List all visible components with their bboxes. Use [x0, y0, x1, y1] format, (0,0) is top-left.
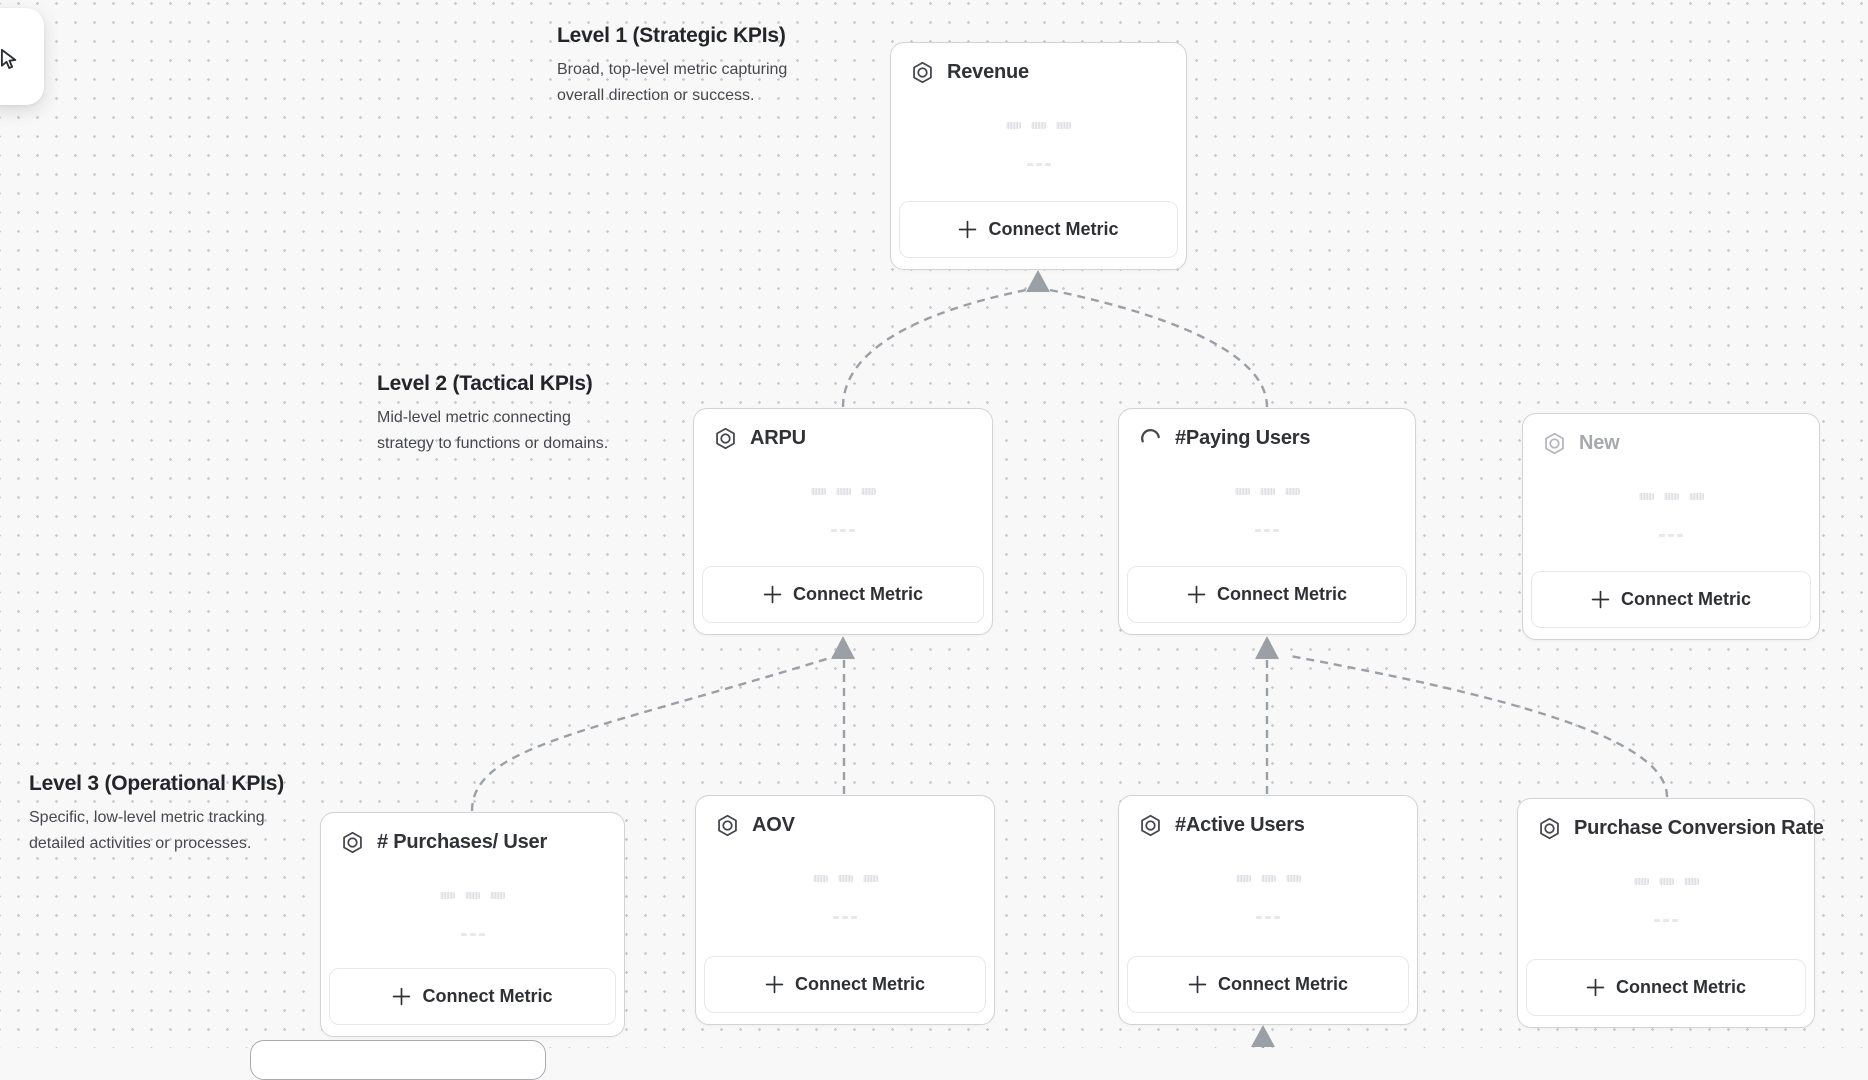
plus-icon: [765, 975, 784, 994]
metric-hexagon-icon: [1536, 815, 1562, 841]
level-3-description: Specific, low-level metric tracking deta…: [29, 809, 265, 852]
metric-card-header: Revenue: [909, 59, 1029, 85]
metric-card-title: #Paying Users: [1175, 426, 1311, 449]
level-2-title: Level 2 (Tactical KPIs): [377, 372, 593, 395]
metric-skeleton-bars: [696, 875, 994, 882]
metric-card-title: ARPU: [750, 426, 806, 449]
metric-card-revenue[interactable]: Revenue Connect Metric: [890, 42, 1187, 270]
metric-skeleton-bars: [1119, 875, 1417, 882]
level-2-label: Level 2 (Tactical KPIs) Mid-level metric…: [377, 372, 608, 457]
metric-hexagon-icon: [714, 812, 740, 838]
spinner-icon: [1137, 425, 1163, 451]
connect-metric-label: Connect Metric: [1217, 974, 1349, 994]
connect-metric-label: Connect Metric: [794, 974, 926, 994]
metric-card-header: Purchase Conversion Rate: [1536, 815, 1824, 841]
arrowhead-activeusers: [1251, 1025, 1275, 1047]
arrowhead-payingusers: [1255, 636, 1279, 659]
metric-card-header: AOV: [714, 812, 795, 838]
metric-card-title: Purchase Conversion Rate: [1574, 816, 1824, 839]
arrowhead-arpu: [831, 636, 855, 659]
metric-card-new[interactable]: New Connect Metric: [1522, 413, 1820, 640]
connect-metric-button[interactable]: Connect Metric: [1526, 959, 1806, 1016]
plus-icon: [1187, 585, 1206, 604]
plus-icon: [958, 220, 977, 239]
level-1-description: Broad, top-level metric capturing overal…: [557, 61, 788, 104]
partial-metric-card[interactable]: [250, 1040, 546, 1080]
metric-skeleton-dashes: [1119, 916, 1417, 919]
plus-icon: [392, 987, 411, 1006]
metric-skeleton-bars: [694, 488, 992, 495]
metric-skeleton-dashes: [321, 933, 624, 936]
metric-skeleton-dashes: [891, 163, 1186, 166]
metric-skeleton-bars: [1523, 493, 1819, 500]
connect-metric-label: Connect Metric: [1620, 589, 1752, 609]
connect-metric-button[interactable]: Connect Metric: [1127, 956, 1409, 1013]
connect-metric-label: Connect Metric: [792, 584, 924, 604]
edge-purchases-to-arpu: [470, 655, 834, 812]
metric-skeleton-dashes: [1518, 919, 1814, 922]
metric-card-title: # Purchases/ User: [377, 830, 548, 853]
metric-skeleton-bars: [1119, 488, 1415, 495]
connect-metric-label: Connect Metric: [1615, 977, 1747, 997]
metric-hexagon-icon: [339, 829, 365, 855]
level-1-title: Level 1 (Strategic KPIs): [557, 24, 786, 47]
metric-hexagon-icon: [712, 425, 738, 451]
edge-payingusers-to-revenue: [1049, 288, 1269, 408]
connect-metric-label: Connect Metric: [1216, 584, 1348, 604]
metric-card-paying-users[interactable]: #Paying Users Connect Metric: [1118, 408, 1416, 635]
metric-card-title: Revenue: [947, 60, 1029, 83]
select-tool-button[interactable]: [0, 8, 44, 105]
edge-arpu-to-revenue: [841, 288, 1027, 408]
plus-icon: [1188, 975, 1207, 994]
metric-hexagon-icon: [1541, 430, 1567, 456]
metric-card-aov[interactable]: AOV Connect Metric: [695, 795, 995, 1025]
metric-card-header: #Active Users: [1137, 812, 1305, 838]
level-3-label: Level 3 (Operational KPIs) Specific, low…: [29, 772, 284, 857]
metric-skeleton-dashes: [1119, 529, 1415, 532]
connect-metric-label: Connect Metric: [988, 219, 1119, 239]
metric-hexagon-icon: [1137, 812, 1163, 838]
metric-card-title: New: [1579, 431, 1620, 454]
level-1-label: Level 1 (Strategic KPIs) Broad, top-leve…: [557, 24, 787, 109]
plus-icon: [763, 585, 782, 604]
metric-card-header: ARPU: [712, 425, 806, 451]
metric-card-active-users[interactable]: #Active Users Connect Metric: [1118, 795, 1418, 1025]
metric-card-header: # Purchases/ User: [339, 829, 547, 855]
connect-metric-button[interactable]: Connect Metric: [702, 566, 984, 623]
metric-card-title: #Active Users: [1175, 813, 1305, 836]
metric-card-purchase-conversion-rate[interactable]: Purchase Conversion Rate Connect Metric: [1517, 798, 1824, 1028]
metric-card-title: AOV: [752, 813, 795, 836]
plus-icon: [1586, 978, 1605, 997]
connect-metric-button[interactable]: Connect Metric: [329, 968, 616, 1025]
metric-card-header: #Paying Users: [1137, 425, 1310, 451]
metric-card-purchases-per-user[interactable]: # Purchases/ User Connect Metric: [320, 812, 625, 1037]
metric-skeleton-dashes: [1523, 534, 1819, 537]
edge-pcr-to-payingusers: [1289, 654, 1669, 798]
metric-skeleton-bars: [321, 892, 624, 899]
connect-metric-button[interactable]: Connect Metric: [1531, 571, 1811, 628]
level-2-description: Mid-level metric connecting strategy to …: [377, 409, 609, 452]
level-3-title: Level 3 (Operational KPIs): [29, 772, 285, 795]
metric-hexagon-icon: [909, 59, 935, 85]
plus-icon: [1591, 590, 1610, 609]
metric-skeleton-bars: [891, 122, 1186, 129]
metric-skeleton-dashes: [696, 916, 994, 919]
metric-card-header: New: [1541, 430, 1620, 456]
connect-metric-button[interactable]: Connect Metric: [899, 201, 1178, 258]
metric-card-arpu[interactable]: ARPU Connect Metric: [693, 408, 993, 635]
metric-skeleton-dashes: [694, 529, 992, 532]
connect-metric-label: Connect Metric: [422, 986, 553, 1006]
metric-skeleton-bars: [1518, 878, 1814, 885]
connect-metric-button[interactable]: Connect Metric: [704, 956, 986, 1013]
arrowhead-revenue: [1026, 270, 1050, 292]
connect-metric-button[interactable]: Connect Metric: [1127, 566, 1407, 623]
